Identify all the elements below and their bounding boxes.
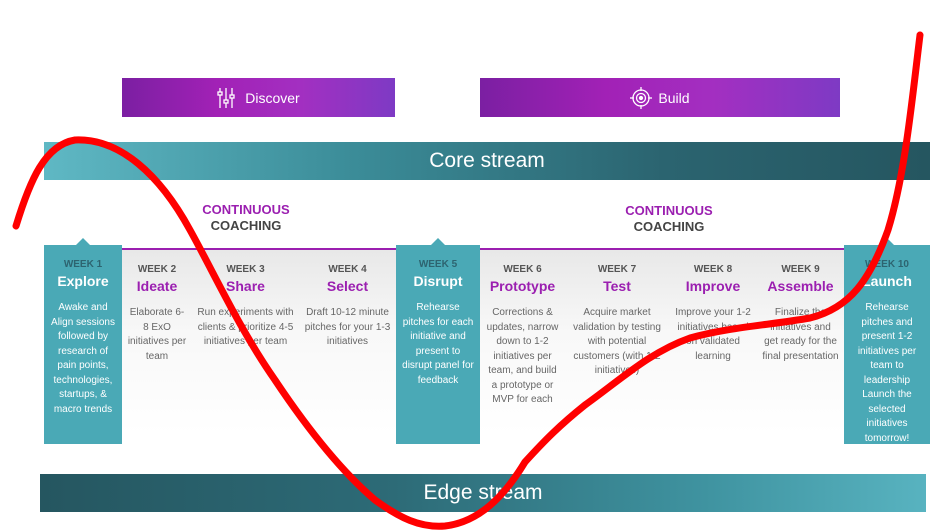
week-number: WEEK 4 xyxy=(328,264,367,275)
coaching-line-1: CONTINUOUS xyxy=(625,203,713,218)
week-description: Improve your 1-2 initiatives based on va… xyxy=(675,307,751,362)
week-number: WEEK 7 xyxy=(597,264,637,275)
week-description: Rehearse pitches and present 1-2 initiat… xyxy=(857,302,917,444)
week-number: WEEK 2 xyxy=(137,264,177,275)
week-card-assemble: WEEK 9 Assemble Finalize the initiatives… xyxy=(757,248,844,434)
coaching-line-2: COACHING xyxy=(633,219,705,234)
week-number: WEEK 3 xyxy=(226,264,265,275)
discover-phase-bar: Discover xyxy=(122,78,395,117)
week-description: Draft 10-12 minute pitches for your 1-3 … xyxy=(304,307,391,347)
target-icon xyxy=(630,86,653,109)
week-title: Ideate xyxy=(136,278,178,294)
week-title: Test xyxy=(603,278,631,294)
week-number: WEEK 5 xyxy=(418,259,458,270)
week-card-test: WEEK 7 Test Acquire market validation by… xyxy=(565,248,670,434)
week-card-share: WEEK 3 Share Run experiments with client… xyxy=(192,248,300,434)
week-card-ideate: WEEK 2 Ideate Elaborate 6-8 ExO initiati… xyxy=(122,248,193,434)
week-card-disrupt: WEEK 5 Disrupt Rehearse pitches for each… xyxy=(396,238,480,444)
build-phase-bar: Build xyxy=(480,78,840,117)
discover-phase-label: Discover xyxy=(245,89,300,106)
week-title: Improve xyxy=(685,278,741,294)
week-number: WEEK 6 xyxy=(503,264,542,275)
week-number: WEEK 10 xyxy=(865,259,909,270)
coaching-line-2: COACHING xyxy=(210,218,282,233)
week-description: Acquire market validation by testing wit… xyxy=(573,307,661,376)
sliders-icon xyxy=(217,87,235,109)
week-title: Select xyxy=(326,278,369,294)
week-number: WEEK 1 xyxy=(63,259,103,270)
build-phase-label: Build xyxy=(658,89,690,106)
week-number: WEEK 8 xyxy=(693,264,733,275)
week-card-select: WEEK 4 Select Draft 10-12 minute pitches… xyxy=(299,248,396,434)
week-description: Run experiments with clients & prioritiz… xyxy=(197,307,294,347)
core-stream-label: Core stream xyxy=(429,149,545,172)
week-number: WEEK 9 xyxy=(781,264,820,275)
edge-stream-bar: Edge stream xyxy=(40,474,926,512)
week-title: Explore xyxy=(57,273,109,289)
coaching-line-1: CONTINUOUS xyxy=(202,202,290,217)
edge-stream-label: Edge stream xyxy=(423,481,543,504)
week-description: Corrections & updates, narrow down to 1-… xyxy=(486,307,559,405)
week-card-launch: WEEK 10 Launch Rehearse pitches and pres… xyxy=(844,238,930,444)
core-stream-bar: Core stream xyxy=(44,142,930,180)
week-card-improve: WEEK 8 Improve Improve your 1-2 initiati… xyxy=(669,248,758,434)
week-card-prototype: WEEK 6 Prototype Corrections & updates, … xyxy=(480,248,566,434)
week-description: Elaborate 6-8 ExO initiatives per team xyxy=(127,307,187,362)
week-description: Rehearse pitches for each initiative and… xyxy=(402,302,474,386)
week-description: Finalize the initiatives and get ready f… xyxy=(762,307,839,362)
week-title: Prototype xyxy=(489,278,556,294)
week-title: Launch xyxy=(862,273,912,289)
week-card-explore: WEEK 1 Explore Awake and Align sessions … xyxy=(44,238,122,444)
week-description: Awake and Align sessions followed by res… xyxy=(51,302,115,415)
continuous-coaching-label: CONTINUOUS COACHING xyxy=(613,203,725,235)
week-title: Share xyxy=(226,278,265,294)
week-title: Assemble xyxy=(767,278,834,294)
week-title: Disrupt xyxy=(413,273,463,289)
continuous-coaching-label: CONTINUOUS COACHING xyxy=(190,202,302,234)
